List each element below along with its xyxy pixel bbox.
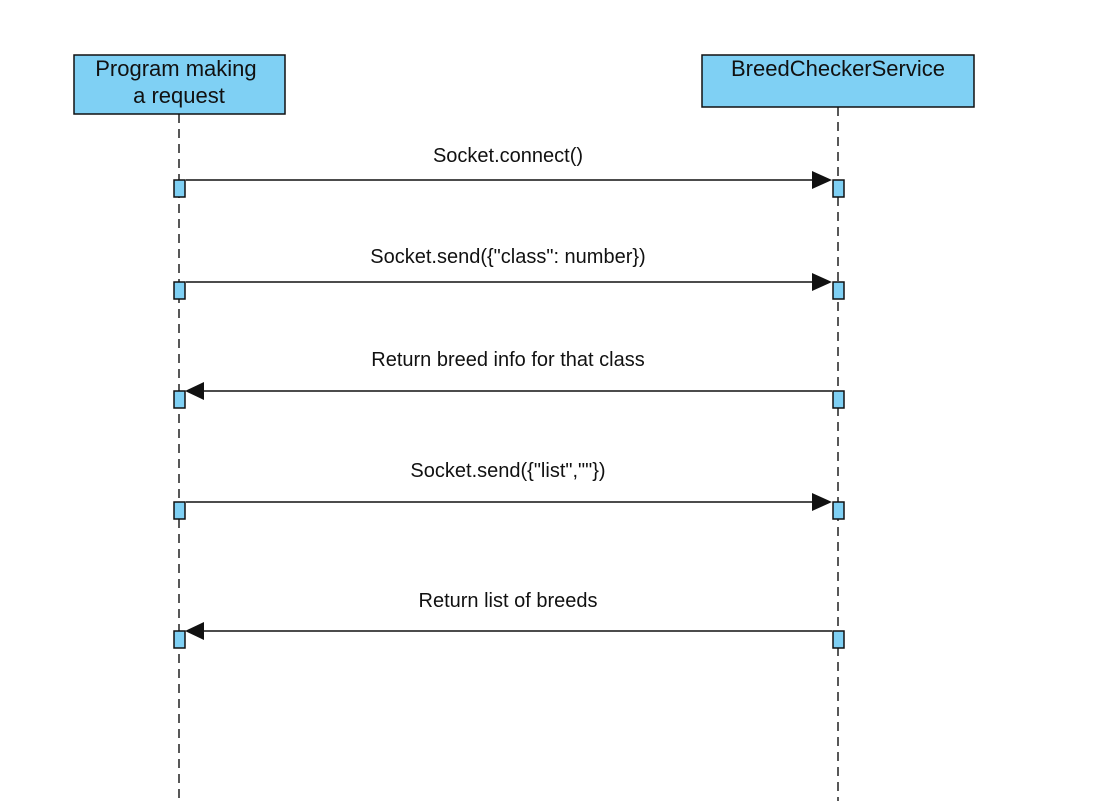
message-1-label: Socket.connect() bbox=[433, 145, 583, 167]
message-4-arrowhead bbox=[812, 493, 832, 511]
message-3-label: Return breed info for that class bbox=[371, 349, 644, 371]
participant-client-box bbox=[73, 54, 286, 115]
message-4-source-activation bbox=[173, 501, 186, 520]
participant-service-label-line-1: BreedCheckerService bbox=[731, 56, 945, 81]
message-2-arrowhead bbox=[812, 273, 832, 291]
message-5: Return list of breeds bbox=[173, 590, 845, 649]
message-3-arrowhead bbox=[185, 382, 204, 400]
message-3: Return breed info for that class bbox=[173, 349, 845, 409]
message-1-source-activation bbox=[173, 179, 186, 198]
participant-service-box bbox=[701, 54, 975, 108]
message-2-label: Socket.send({"class": number}) bbox=[370, 246, 645, 268]
message-1-arrowhead bbox=[812, 171, 832, 189]
message-1: Socket.connect() bbox=[173, 145, 845, 198]
participant-service: BreedCheckerService bbox=[701, 54, 975, 108]
participant-client: Program making a request bbox=[73, 54, 286, 115]
message-5-source-activation bbox=[832, 630, 845, 649]
message-2: Socket.send({"class": number}) bbox=[173, 246, 845, 300]
participant-client-label-line-2: a request bbox=[133, 83, 225, 108]
message-1-target-activation bbox=[832, 179, 845, 198]
message-4: Socket.send({"list",""}) bbox=[173, 460, 845, 520]
message-5-label: Return list of breeds bbox=[419, 590, 598, 612]
participant-service-label: BreedCheckerService bbox=[731, 56, 945, 81]
message-3-target-activation bbox=[173, 390, 186, 409]
message-4-target-activation bbox=[832, 501, 845, 520]
message-2-target-activation bbox=[832, 281, 845, 300]
participant-client-label: Program making a request bbox=[95, 56, 263, 108]
participant-client-label-line-1: Program making bbox=[95, 56, 256, 81]
message-2-source-activation bbox=[173, 281, 186, 300]
message-5-target-activation bbox=[173, 630, 186, 649]
message-4-label: Socket.send({"list",""}) bbox=[410, 460, 605, 482]
message-3-source-activation bbox=[832, 390, 845, 409]
message-5-arrowhead bbox=[185, 622, 204, 640]
